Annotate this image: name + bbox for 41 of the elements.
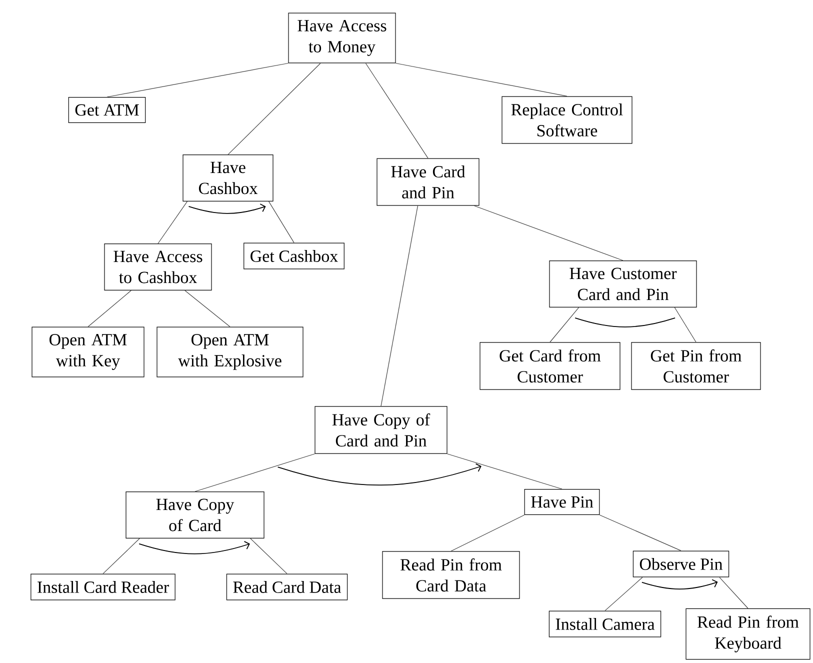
goal-box: Get Card from Customer (480, 342, 620, 390)
goal-box: Open ATM with Key (32, 326, 144, 378)
goal-box: Read Pin from Keyboard (686, 608, 810, 660)
connector-line (365, 62, 428, 159)
goal-box: Get ATM (68, 96, 146, 123)
connector-line (250, 538, 288, 574)
connector-line (447, 454, 562, 490)
connector-line (184, 290, 230, 328)
connector-line (450, 514, 525, 552)
goal-box: Have Copy of Card (126, 491, 264, 538)
connector-line (550, 307, 580, 342)
goal-box: Have Access to Money (288, 12, 396, 64)
goal-box: Have Customer Card and Pin (549, 260, 697, 308)
connector-line (674, 307, 696, 342)
goal-box: Observe Pin (632, 550, 730, 578)
goal-box: Get Pin from Customer (631, 342, 761, 390)
goal-box: Install Camera (548, 610, 662, 638)
connector-line (380, 205, 418, 406)
connector-line (102, 538, 140, 574)
goal-box: Install Card Reader (30, 574, 176, 600)
connector-line (194, 454, 315, 492)
goal-box: Read Pin from Card Data (382, 551, 520, 599)
connector-line (396, 62, 568, 97)
goal-box: Get Cashbox (244, 242, 344, 270)
goal-box: Open ATM with Explosive (156, 326, 304, 378)
goal-box: Have Pin (524, 488, 600, 515)
goal-box: Have Access to Cashbox (104, 244, 212, 290)
connector-line (604, 576, 643, 611)
goal-box: Read Card Data (226, 574, 348, 600)
goal-box: Have Card and Pin (376, 158, 480, 206)
connector-line (599, 514, 682, 551)
connector-line (88, 290, 132, 328)
connector-line (719, 576, 748, 609)
goal-box: Replace Control Software (502, 96, 632, 144)
goal-box: Have Copy of Card and Pin (314, 406, 448, 454)
connector-line (268, 201, 294, 244)
connector-line (106, 62, 288, 98)
connector-line (158, 201, 188, 244)
connector-line (228, 62, 321, 155)
goal-box: Have Cashbox (182, 154, 274, 202)
connector-line (474, 205, 624, 261)
